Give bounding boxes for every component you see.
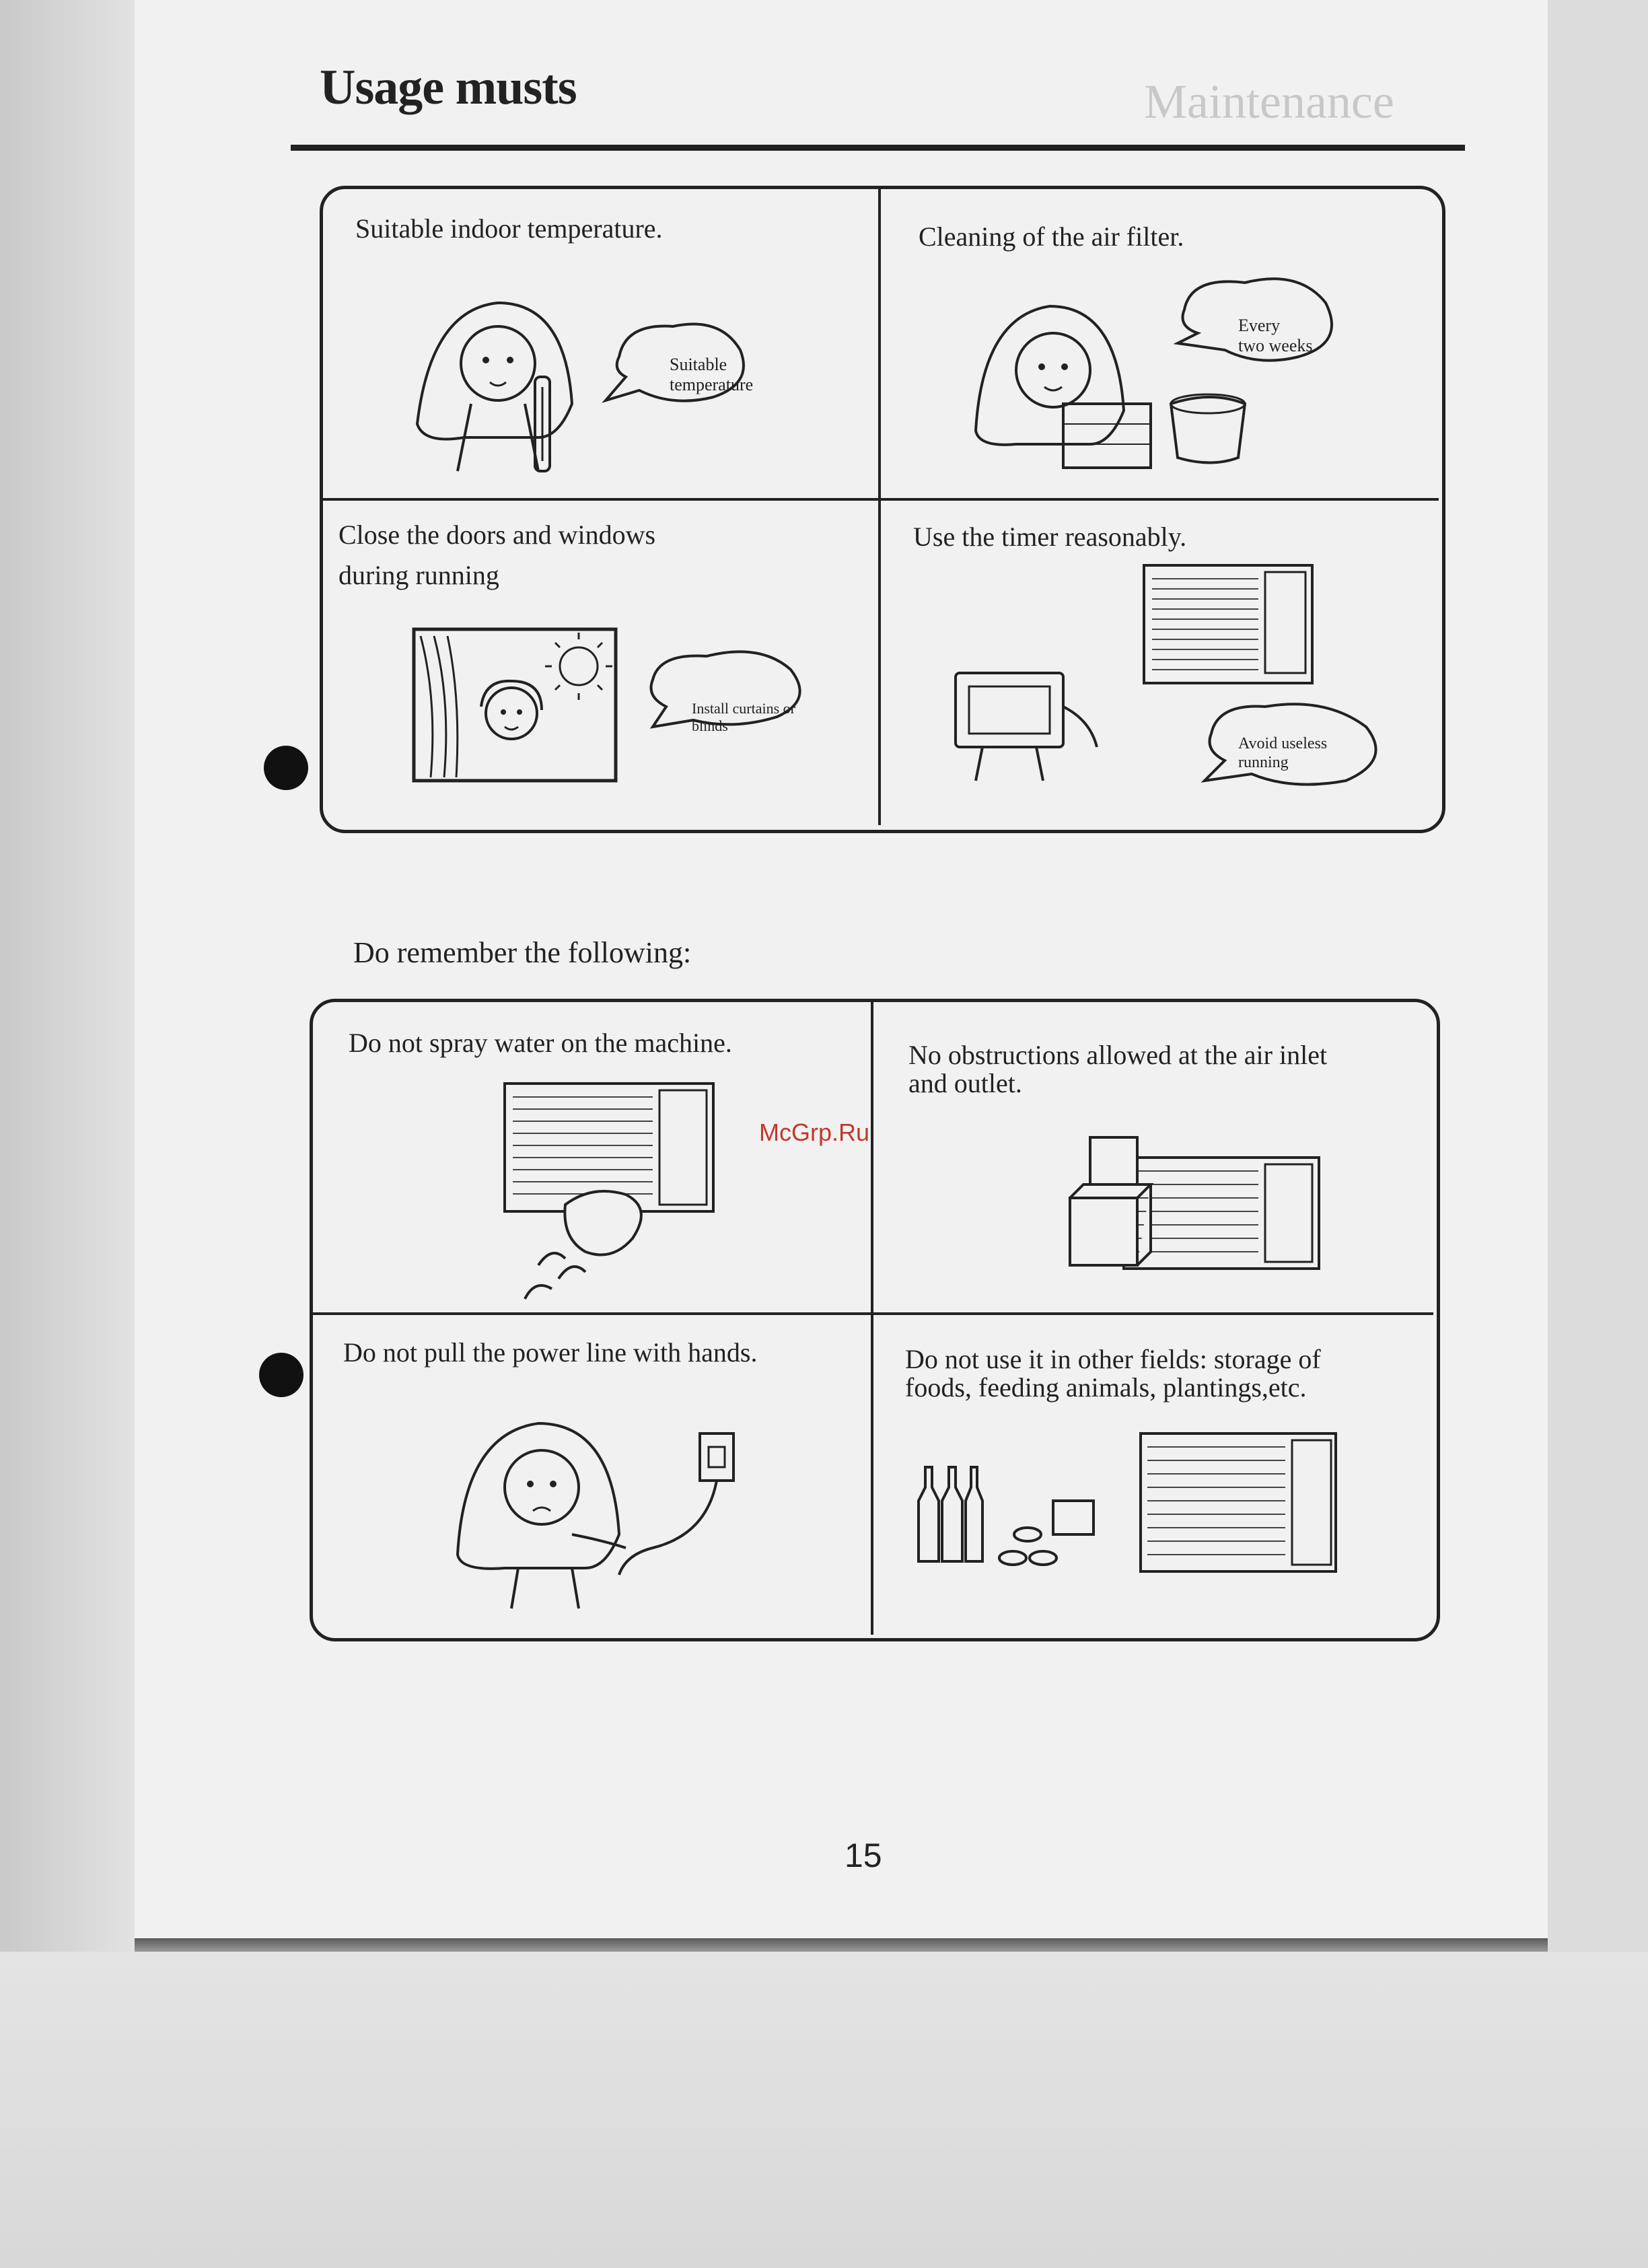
window-curtain-illustration: Install curtains or blinds — [412, 627, 801, 783]
caption-no-other-use-2: foods, feeding animals, plantings,etc. — [905, 1372, 1307, 1403]
bubble-text-every-1: Every — [1238, 316, 1280, 335]
girl-thermometer-illustration: Suitable temperature — [415, 301, 753, 472]
ac-spray-illustration — [503, 1082, 715, 1300]
caption-no-pull: Do not pull the power line with hands. — [343, 1337, 758, 1368]
caption-clean-filter: Cleaning of the air filter. — [919, 221, 1184, 252]
caption-no-obstructions-2: and outlet. — [908, 1068, 1022, 1098]
bottom-panel-divider-h — [312, 1312, 1433, 1315]
bubble-text-suitable-1: Suitable — [670, 355, 727, 374]
ac-foods-illustration — [917, 1432, 1337, 1573]
title-rule — [291, 145, 1465, 151]
girl-filter-illustration: Every two weeks — [974, 277, 1333, 469]
caption-use-timer: Use the timer reasonably. — [913, 522, 1187, 552]
caption-no-other-use-1: Do not use it in other fields: storage o… — [905, 1344, 1321, 1374]
bubble-text-curtains-1: Install curtains or — [692, 700, 796, 717]
bubble-text-avoid-2: running — [1238, 754, 1289, 771]
bleed-through-title: Maintenance — [1144, 75, 1394, 129]
bottom-panel — [310, 999, 1440, 1641]
scanner-bed — [0, 1952, 1648, 2268]
page-title: Usage musts — [320, 60, 577, 115]
top-panel — [320, 186, 1445, 833]
caption-close-doors-1: Close the doors and windows — [338, 520, 656, 550]
caption-no-spray: Do not spray water on the machine. — [349, 1028, 732, 1058]
watermark: McGrp.Ru — [759, 1119, 870, 1146]
bubble-text-curtains-2: blinds — [692, 717, 728, 734]
bottom-panel-divider-v — [871, 1002, 873, 1635]
section-heading: Do remember the following: — [353, 936, 692, 969]
page-edge-shadow — [135, 1938, 1548, 1952]
caption-close-doors-2: during running — [338, 560, 499, 590]
bubble-text-every-2: two weeks — [1238, 336, 1312, 355]
top-panel-divider-h — [322, 498, 1439, 501]
bubble-text-suitable-2: temperature — [670, 375, 753, 394]
punch-hole-bottom — [259, 1353, 303, 1397]
punch-hole-top — [264, 746, 308, 790]
timer-ac-illustration: Avoid useless running — [954, 564, 1377, 786]
caption-suitable-temperature: Suitable indoor temperature. — [355, 213, 663, 244]
top-panel-divider-v — [878, 189, 881, 825]
girl-pulling-cord-illustration — [456, 1421, 735, 1609]
bubble-text-avoid-1: Avoid useless — [1238, 735, 1327, 752]
page-number: 15 — [845, 1837, 882, 1874]
caption-no-obstructions-1: No obstructions allowed at the air inlet — [908, 1040, 1328, 1070]
ac-obstruction-illustration — [1069, 1136, 1320, 1270]
